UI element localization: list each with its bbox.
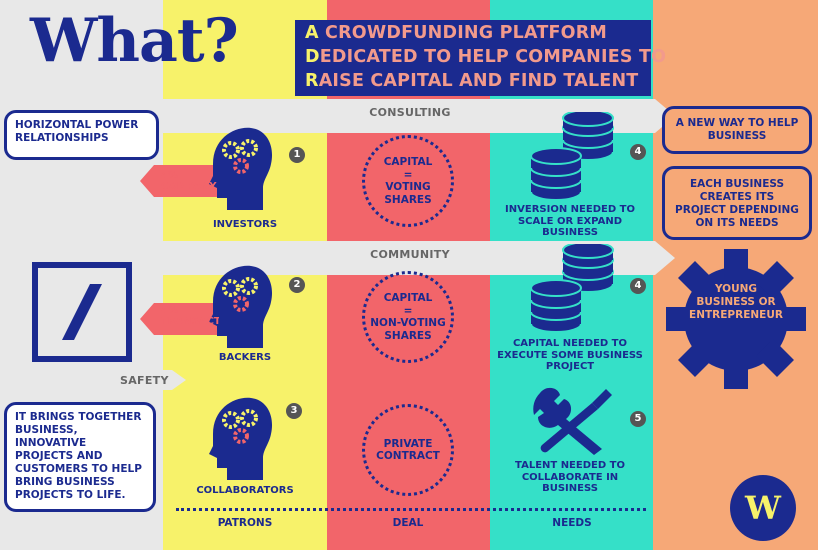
bank-logo-icon xyxy=(32,262,132,362)
gear-label: YOUNG BUSINESS OR ENTREPRENEUR xyxy=(689,283,783,321)
inversion-number: 4 xyxy=(630,144,646,160)
company-fee-pct: 4% xyxy=(161,170,178,181)
title-line-2: DEDICATED TO HELP COMPANIES TO xyxy=(305,47,667,67)
investors-number: 1 xyxy=(289,147,305,163)
title-line-1: A CROWDFUNDING PLATFORM xyxy=(305,23,608,43)
company-fee-label: COMPANY xyxy=(161,181,217,192)
title-box: A CROWDFUNDING PLATFORM DEDICATED TO HEL… xyxy=(295,20,666,96)
collaborators-number: 3 xyxy=(286,403,302,419)
brings-together-box: IT BRINGS TOGETHER BUSINESS, INNOVATIVE … xyxy=(4,402,156,512)
capital-label: CAPITAL NEEDED TO EXECUTE SOME BUSINESS … xyxy=(497,338,643,372)
bottom-divider xyxy=(176,508,646,511)
consulting-label: CONSULTING xyxy=(369,106,451,119)
gear-icon xyxy=(666,249,806,389)
title-line-3: RAISE CAPITAL AND FIND TALENT xyxy=(305,71,639,91)
backer-head-icon xyxy=(209,265,273,348)
transaction-fee-pct: 4% xyxy=(161,305,178,316)
coins-stack-icon-2 xyxy=(530,244,614,333)
horizontal-power-box: HORIZONTAL POWER RELATIONSHIPS xyxy=(4,110,159,160)
patrons-footer: PATRONS xyxy=(217,517,273,529)
capital-number: 4 xyxy=(630,278,646,294)
tools-icon xyxy=(533,387,612,455)
safety-arrow xyxy=(0,370,186,390)
needs-footer: NEEDS xyxy=(552,517,592,529)
consulting-band xyxy=(163,99,675,133)
backers-label: BACKERS xyxy=(218,352,272,363)
each-business-box: EACH BUSINESS CREATES ITS PROJECT DEPEND… xyxy=(662,166,812,240)
community-label: COMMUNITY xyxy=(370,248,450,261)
transaction-fee-label: TRANSACTION xyxy=(161,316,219,327)
backers-number: 2 xyxy=(289,277,305,293)
investors-label: INVESTORS xyxy=(212,219,278,230)
talent-label: TALENT NEEDED TO COLLABORATE IN BUSINESS xyxy=(515,460,625,494)
collaborator-head-icon xyxy=(209,397,273,480)
deal-footer: DEAL xyxy=(392,517,424,529)
what-heading: What? xyxy=(30,6,239,76)
w-logo-icon: W xyxy=(730,475,796,541)
investor-head-icon xyxy=(209,127,273,210)
talent-number: 5 xyxy=(630,411,646,427)
collaborators-label: COLLABORATORS xyxy=(196,485,294,496)
coins-stack-icon xyxy=(530,112,614,201)
community-band xyxy=(0,241,675,275)
safety-label: SAFETY xyxy=(120,374,169,387)
inversion-label: INVERSION NEEDED TO SCALE OR EXPAND BUSI… xyxy=(505,204,635,238)
new-way-box: A NEW WAY TO HELP BUSINESS xyxy=(662,106,812,154)
